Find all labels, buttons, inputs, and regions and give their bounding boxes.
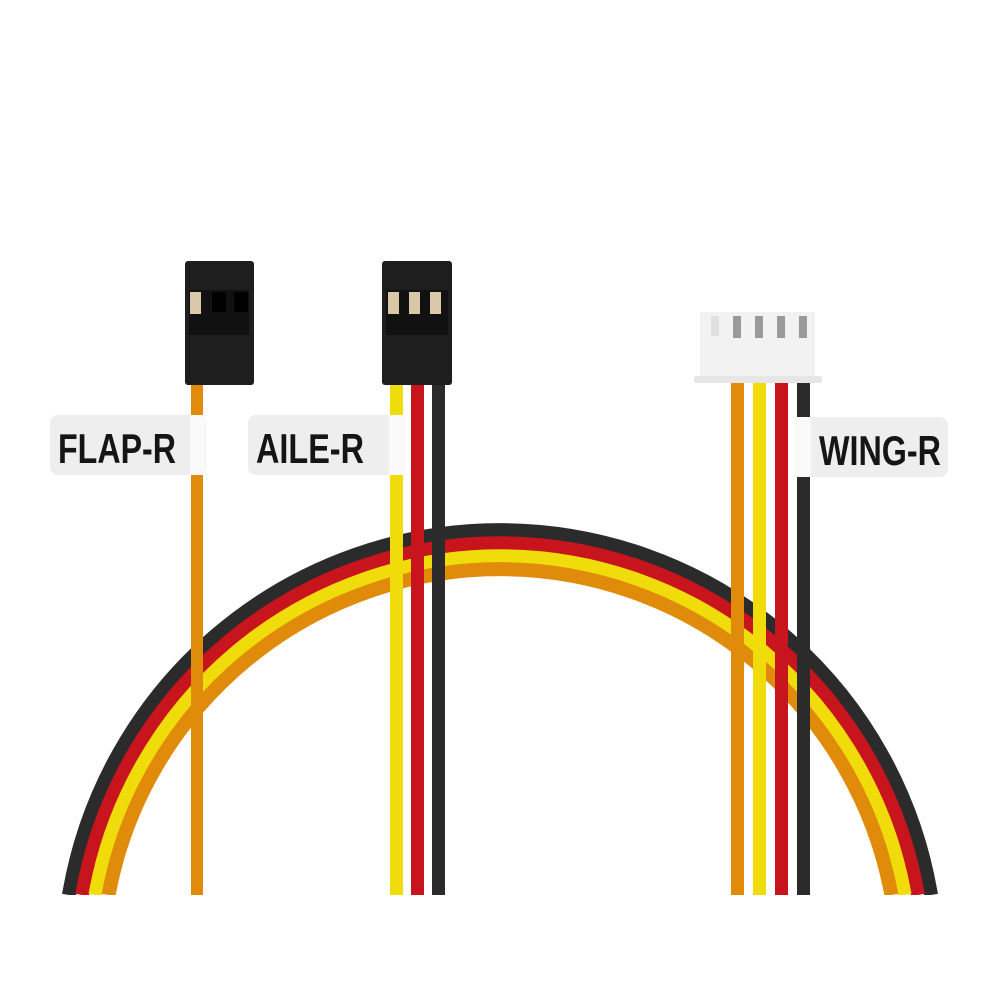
arc-yellow-wire [88, 549, 912, 895]
cable-loop [62, 523, 938, 895]
wing-r-label: WING-R [795, 417, 948, 477]
wing-r-label-text: WING-R [819, 427, 941, 474]
wing-jst-connector [694, 312, 822, 383]
arc-black-wire [62, 523, 938, 895]
flap-r-label-text: FLAP-R [58, 425, 176, 472]
wing-wires [731, 380, 810, 895]
flap-servo-connector [185, 261, 254, 385]
aile-r-label: AILE-R [248, 415, 405, 475]
arc-red-wire [75, 536, 925, 895]
flap-r-label: FLAP-R [50, 415, 206, 475]
flap-wires [191, 380, 203, 895]
arc-orange-wire [101, 562, 899, 895]
aile-servo-connector [382, 261, 452, 385]
aile-r-label-text: AILE-R [256, 425, 364, 472]
aile-wires [390, 380, 445, 895]
